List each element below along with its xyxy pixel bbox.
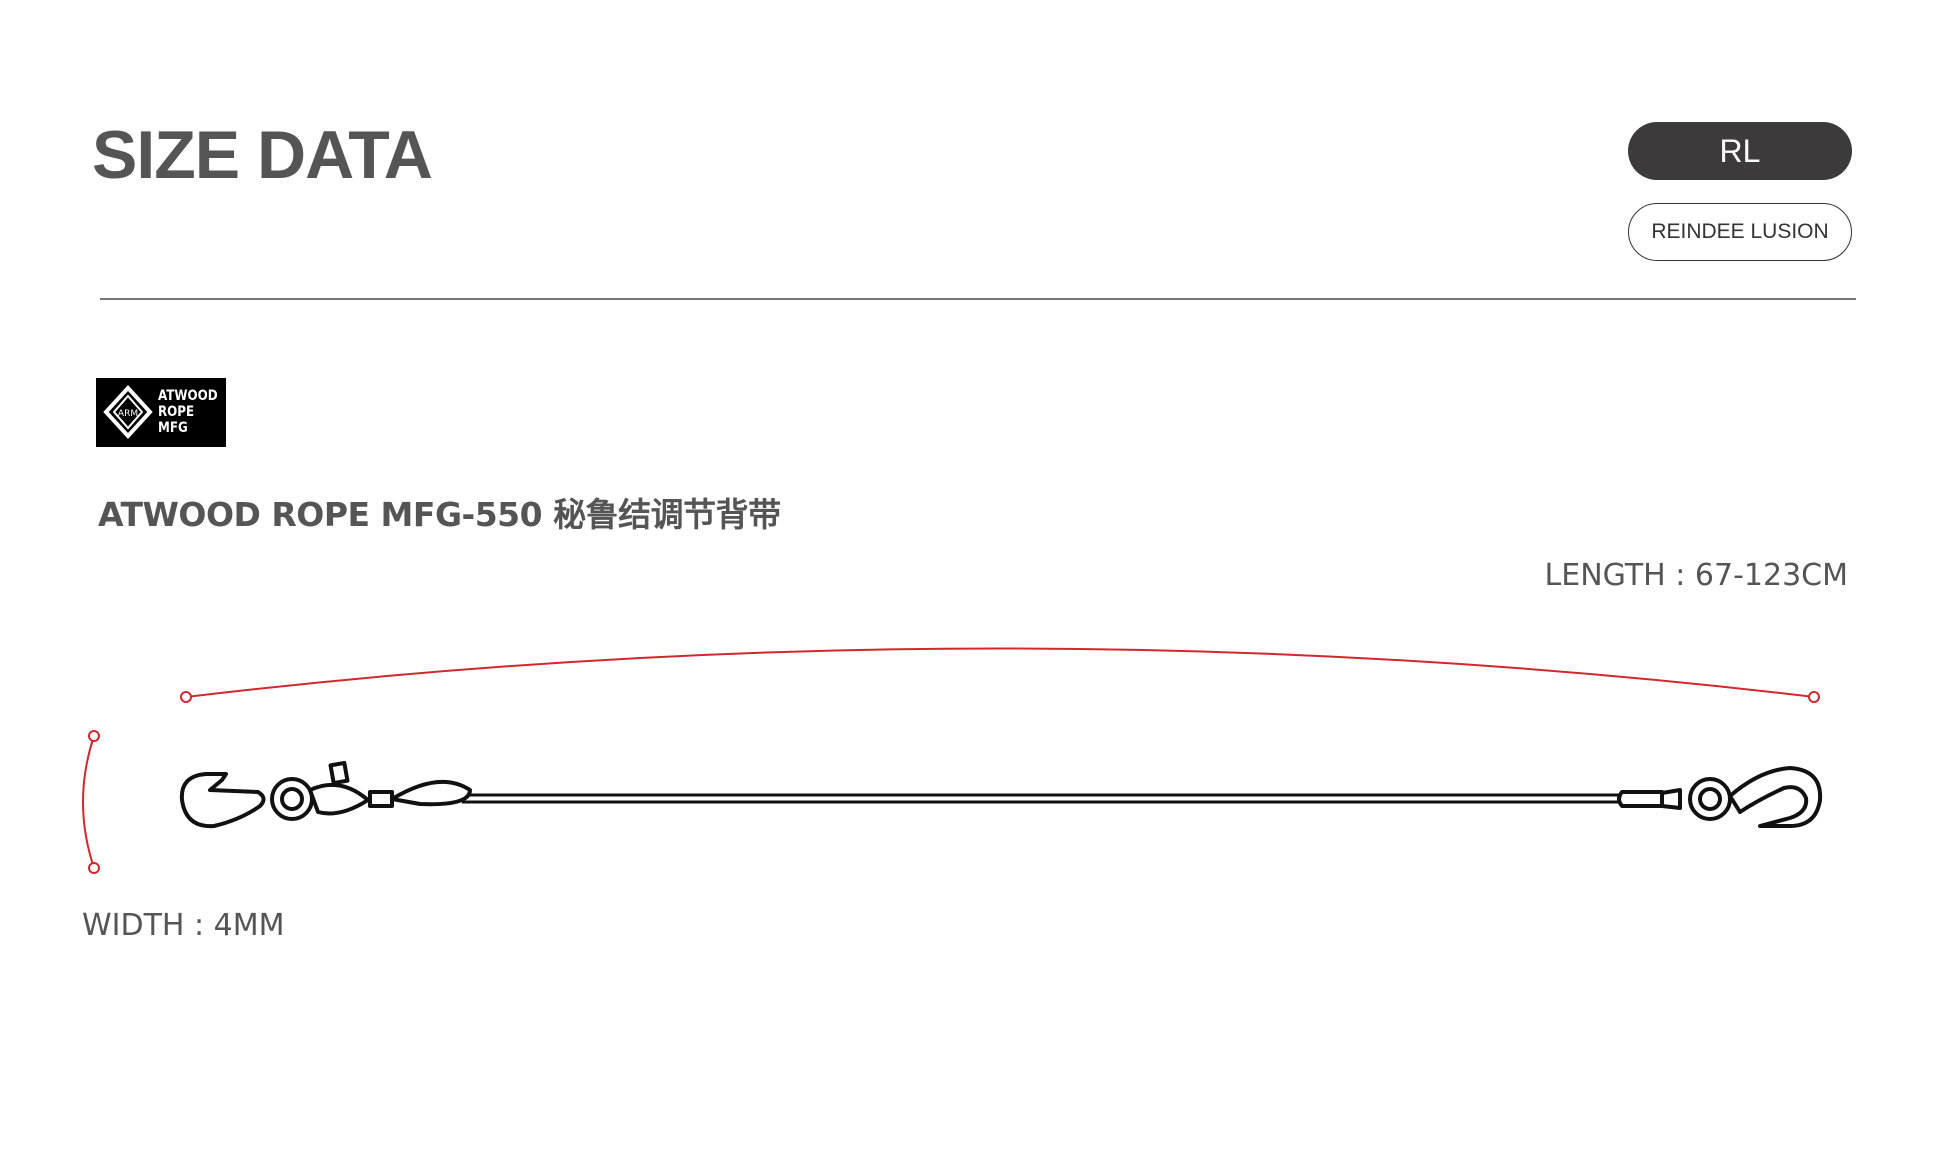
brand-badge: REINDEE LUSION [1628, 203, 1852, 261]
product-name: ATWOOD ROPE MFG-550 秘鲁结调节背带 [98, 495, 781, 534]
logo-line: ROPE [158, 404, 195, 420]
page-title: SIZE DATA [92, 117, 433, 193]
logo-diamond-icon: ARM [103, 385, 153, 439]
width-label: WIDTH : 4MM [82, 908, 285, 943]
width-dimension-arc [82, 730, 100, 874]
length-dimension-arc [180, 647, 1820, 703]
svg-text:ARM: ARM [118, 409, 138, 419]
logo-line: ATWOOD [158, 388, 218, 404]
right-snap-hook-icon [1617, 766, 1823, 828]
rope [462, 793, 1622, 804]
left-snap-hook-icon [179, 760, 472, 829]
length-label: LENGTH : 67-123CM [1544, 558, 1848, 593]
brand-logo: ARM ATWOOD ROPE MFG [96, 378, 226, 447]
logo-line: MFG [158, 420, 188, 436]
divider [100, 298, 1856, 300]
badge-rl: RL [1628, 122, 1852, 180]
